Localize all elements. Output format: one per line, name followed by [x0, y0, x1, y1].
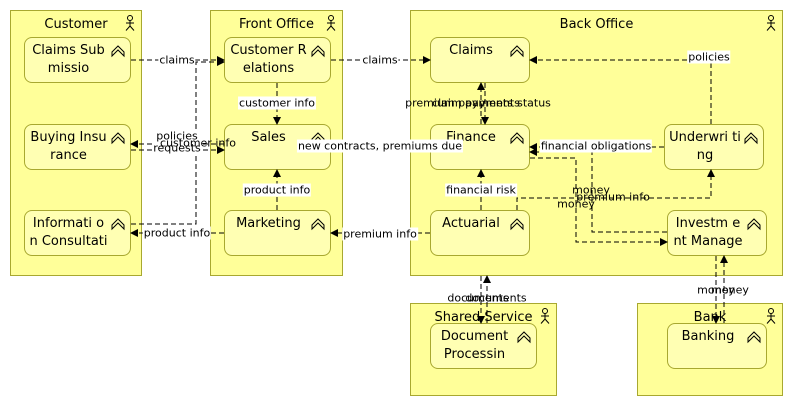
function-chevron-icon — [747, 218, 761, 231]
actor-icon — [125, 15, 135, 31]
actor-icon — [540, 308, 550, 324]
actor-title: Front Office — [239, 17, 314, 32]
function-document-processing[interactable]: Document Processin — [430, 323, 537, 369]
edge-label-customer-info: customer info — [160, 136, 236, 150]
function-label: Banking — [681, 329, 735, 344]
actor-icon — [326, 15, 336, 31]
function-chevron-icon — [510, 218, 524, 231]
function-chevron-icon — [510, 45, 524, 58]
function-label: Sales — [251, 130, 286, 145]
function-label: Marketing — [236, 216, 301, 231]
edge-label-money: money — [697, 283, 735, 297]
function-information-consultation[interactable]: Informati on Consultati — [24, 210, 131, 256]
actor-icon — [766, 15, 776, 31]
function-banking[interactable]: Banking — [667, 323, 767, 369]
edge-label-money: money — [572, 183, 610, 197]
function-label: Claims — [449, 43, 493, 58]
edge-label-policies: policies — [687, 50, 731, 64]
function-actuarial[interactable]: Actuarial — [430, 210, 530, 256]
function-label: Claims Submissio — [32, 43, 105, 76]
edge-label-documents: documents — [447, 291, 509, 305]
edge-label-claim-payments: claim payments — [432, 96, 520, 110]
edge-label-premium-payments: premium payments — [405, 96, 513, 110]
actor-title: Back Office — [559, 17, 634, 32]
actor-title: Customer — [44, 17, 108, 32]
function-label: Buying Insurance — [30, 130, 107, 163]
edge-label-financial-obligations: financial obligations — [539, 139, 653, 153]
function-customer-relations[interactable]: Customer Relations — [224, 37, 331, 83]
edge-label-product-info: product info — [142, 226, 212, 240]
function-label: Customer Relations — [230, 43, 307, 76]
function-chevron-icon — [111, 132, 125, 145]
edge-label-premium-info: premium info — [576, 190, 650, 204]
function-chevron-icon — [517, 331, 531, 344]
function-investment-management[interactable]: Investm ent Manageme — [667, 210, 767, 256]
function-label: Actuarial — [442, 216, 500, 231]
function-underwriting[interactable]: Underwri ting — [664, 124, 764, 170]
edge-label-documents: documents — [465, 291, 527, 305]
function-buying-insurance[interactable]: Buying Insurance — [24, 124, 131, 170]
edge-label-money: money — [557, 197, 595, 211]
edge-label-claims: claims — [158, 53, 196, 67]
function-label: Informati on Consultati — [29, 216, 108, 249]
function-chevron-icon — [311, 218, 325, 231]
function-marketing[interactable]: Marketing — [224, 210, 331, 256]
edge-label-requests: requests — [152, 141, 202, 155]
function-chevron-icon — [311, 45, 325, 58]
function-label: Investm ent Manageme — [673, 216, 743, 255]
edge-label-policies: policies — [155, 129, 199, 143]
actor-icon — [766, 308, 776, 324]
function-chevron-icon — [111, 218, 125, 231]
function-claims-submission[interactable]: Claims Submissio — [24, 37, 131, 83]
function-chevron-icon — [747, 331, 761, 344]
edge-label-claims: claims — [361, 53, 399, 67]
edge-label-premium-info: premium info — [342, 227, 418, 241]
edge-label-customer-info: customer info — [238, 96, 316, 110]
function-label: Underwri ting — [669, 130, 741, 163]
edge-label-status: status — [517, 96, 551, 110]
function-chevron-icon — [510, 132, 524, 145]
edge-label-financial-risk: financial risk — [445, 183, 517, 197]
edge-label-product-info: product info — [242, 183, 312, 197]
function-chevron-icon — [111, 45, 125, 58]
function-claims[interactable]: Claims — [430, 37, 530, 83]
function-chevron-icon — [744, 132, 758, 145]
edge-label-money: money — [711, 283, 749, 297]
edge-label-new-contracts: new contracts, premiums due — [296, 139, 464, 153]
function-label: Document Processin — [440, 329, 509, 362]
